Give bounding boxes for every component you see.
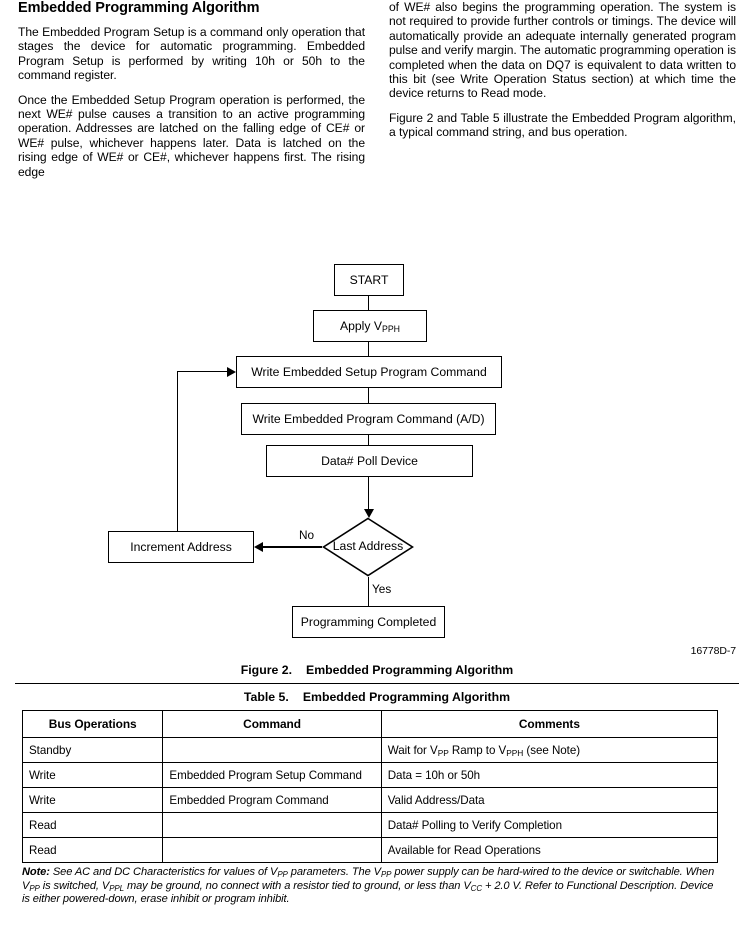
table-header-comments: Comments [380,710,719,738]
figure-caption-text: Embedded Programming Algorithm [306,663,514,677]
table-caption-text: Embedded Programming Algorithm [302,690,511,704]
flow-node-write-program-command-label: Write Embedded Program Command (A/D) [252,412,485,426]
table-row: Write Embedded Program Setup Command Dat… [21,762,719,788]
flow-node-increment-address-label: Increment Address [130,540,232,554]
cell-command [162,837,382,863]
table-row: Write Embedded Program Command Valid Add… [21,787,719,813]
flow-node-write-setup-command-label: Write Embedded Setup Program Command [251,365,487,379]
flow-arrowhead-into-setup [227,367,236,377]
cell-bus-operation: Write [21,787,164,813]
flow-arrowhead-into-increment [254,542,263,552]
flow-node-poll-device-label: Data# Poll Device [321,454,418,468]
flow-node-apply-vpph-label: Apply VPPH [339,318,401,334]
flow-node-start-label: START [349,273,389,287]
table-header-bus-operations: Bus Operations [21,710,164,738]
cell-comment: Valid Address/Data [380,787,719,813]
flow-edge-apply-to-setup [368,342,370,356]
right-text-column: of WE# also begins the programming opera… [389,0,736,140]
flow-edge-label-yes: Yes [372,582,392,596]
flow-node-decision-label: Last Address [332,539,404,553]
paragraph-left-2: Once the Embedded Setup Program operatio… [18,92,365,179]
flow-node-start: START [334,264,404,296]
cell-comment: Available for Read Operations [380,837,719,863]
table-row: Read Available for Read Operations [21,837,719,863]
table-note-lead: Note: [22,866,50,878]
figure-caption: Figure 2. Embedded Programming Algorithm [0,663,754,677]
paragraph-right-1: of WE# also begins the programming opera… [389,0,736,101]
flow-node-poll-device: Data# Poll Device [266,445,473,477]
embedded-programming-table: Bus Operations Command Comments Standby … [21,710,719,863]
table-row: Read Data# Polling to Verify Completion [21,812,719,838]
flow-node-programming-completed-label: Programming Completed [300,615,437,629]
paragraph-left-1: The Embedded Program Setup is a command … [18,25,365,83]
flow-edge-poll-to-decision [368,477,370,511]
cell-command: Embedded Program Setup Command [162,762,382,788]
flow-edge-label-no: No [299,528,315,542]
flow-node-write-setup-command: Write Embedded Setup Program Command [236,356,502,388]
flow-edge-yes-branch [368,577,370,606]
embedded-programming-flowchart: START Apply VPPH Write Embedded Setup Pr… [0,248,754,648]
cell-command [162,812,382,838]
table-caption-number: Table 5. [243,690,289,704]
flow-edge-setup-to-program [368,388,370,403]
cell-command: Embedded Program Command [162,787,382,813]
cell-comment: Wait for VPP Ramp to VPPH (see Note) [380,737,719,763]
flow-node-decision-last-address [322,517,414,577]
flow-node-write-program-command: Write Embedded Program Command (A/D) [241,403,496,435]
flow-edge-feedback-vertical [177,371,179,531]
figure-caption-number: Figure 2. [240,663,292,677]
cell-bus-operation: Standby [21,737,164,763]
flow-edge-no-branch [262,546,322,548]
flow-node-programming-completed: Programming Completed [292,606,445,638]
flow-node-apply-vpph: Apply VPPH [313,310,427,342]
caption-divider-rule [15,683,739,685]
cell-bus-operation: Read [21,812,164,838]
paragraph-right-2: Figure 2 and Table 5 illustrate the Embe… [389,110,736,140]
flow-node-increment-address: Increment Address [108,531,254,563]
flow-edge-feedback-horizontal [177,371,228,373]
body-text-region: Embedded Programming Algorithm The Embed… [0,0,754,220]
figure-document-id: 16778D-7 [690,645,736,657]
cell-comment: Data# Polling to Verify Completion [380,812,719,838]
table-header-row: Bus Operations Command Comments [21,710,719,738]
table-caption: Table 5. Embedded Programming Algorithm [0,690,754,704]
page-title: Embedded Programming Algorithm [18,0,260,16]
cell-comment: Data = 10h or 50h [380,762,719,788]
flow-edge-start-to-apply [368,296,370,310]
table-header-command: Command [162,710,382,738]
table-body: Standby Wait for VPP Ramp to VPPH (see N… [21,737,719,863]
cell-command [162,737,382,763]
flow-edge-program-to-poll [368,435,370,445]
left-text-column: Embedded Programming Algorithm The Embed… [18,0,365,179]
table-row: Standby Wait for VPP Ramp to VPPH (see N… [21,737,719,763]
table-note: Note: See AC and DC Characteristics for … [22,866,722,907]
cell-bus-operation: Read [21,837,164,863]
table-note-text: See AC and DC Characteristics for values… [22,866,715,906]
flow-arrowhead-into-decision [364,509,374,518]
cell-bus-operation: Write [21,762,164,788]
